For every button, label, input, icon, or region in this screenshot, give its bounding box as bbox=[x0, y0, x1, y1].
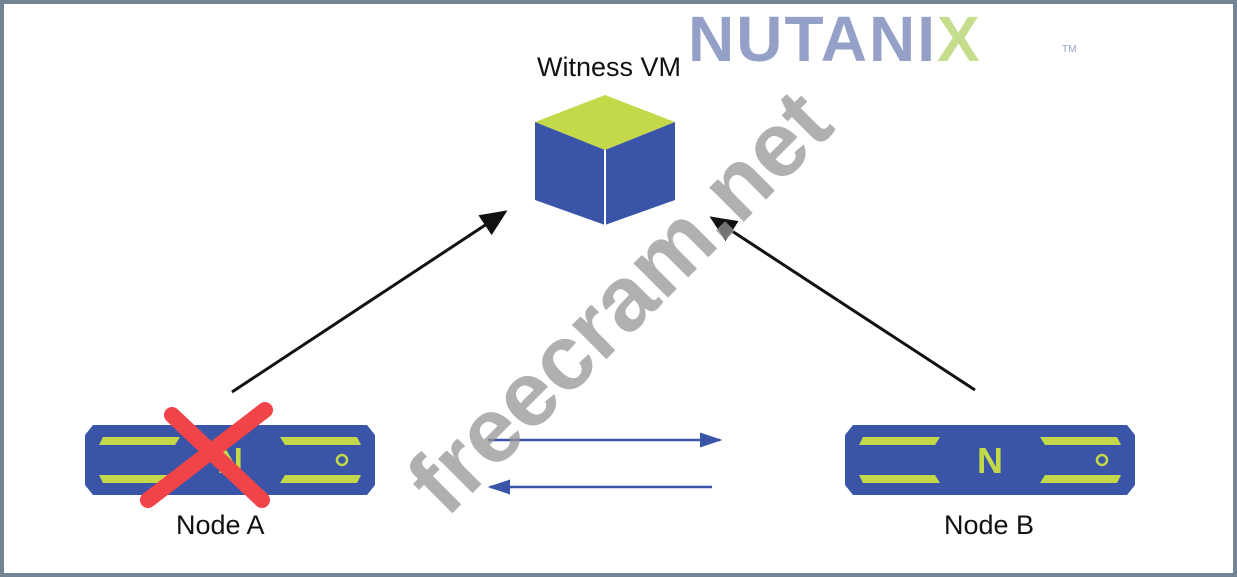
witness-vm-cube-icon bbox=[535, 95, 675, 225]
node-b-label: Node B bbox=[944, 510, 1035, 540]
arrow-node-a-to-witness bbox=[231, 210, 508, 394]
failed-x-icon bbox=[140, 402, 273, 508]
node-b-icon bbox=[843, 423, 1137, 497]
witness-vm-label: Witness VM bbox=[537, 52, 682, 82]
trademark: TM bbox=[1062, 44, 1077, 55]
nutanix-logo: NUTANIX bbox=[688, 3, 982, 75]
arrow-node-b-to-witness bbox=[709, 216, 976, 392]
node-a-label: Node A bbox=[176, 510, 265, 540]
